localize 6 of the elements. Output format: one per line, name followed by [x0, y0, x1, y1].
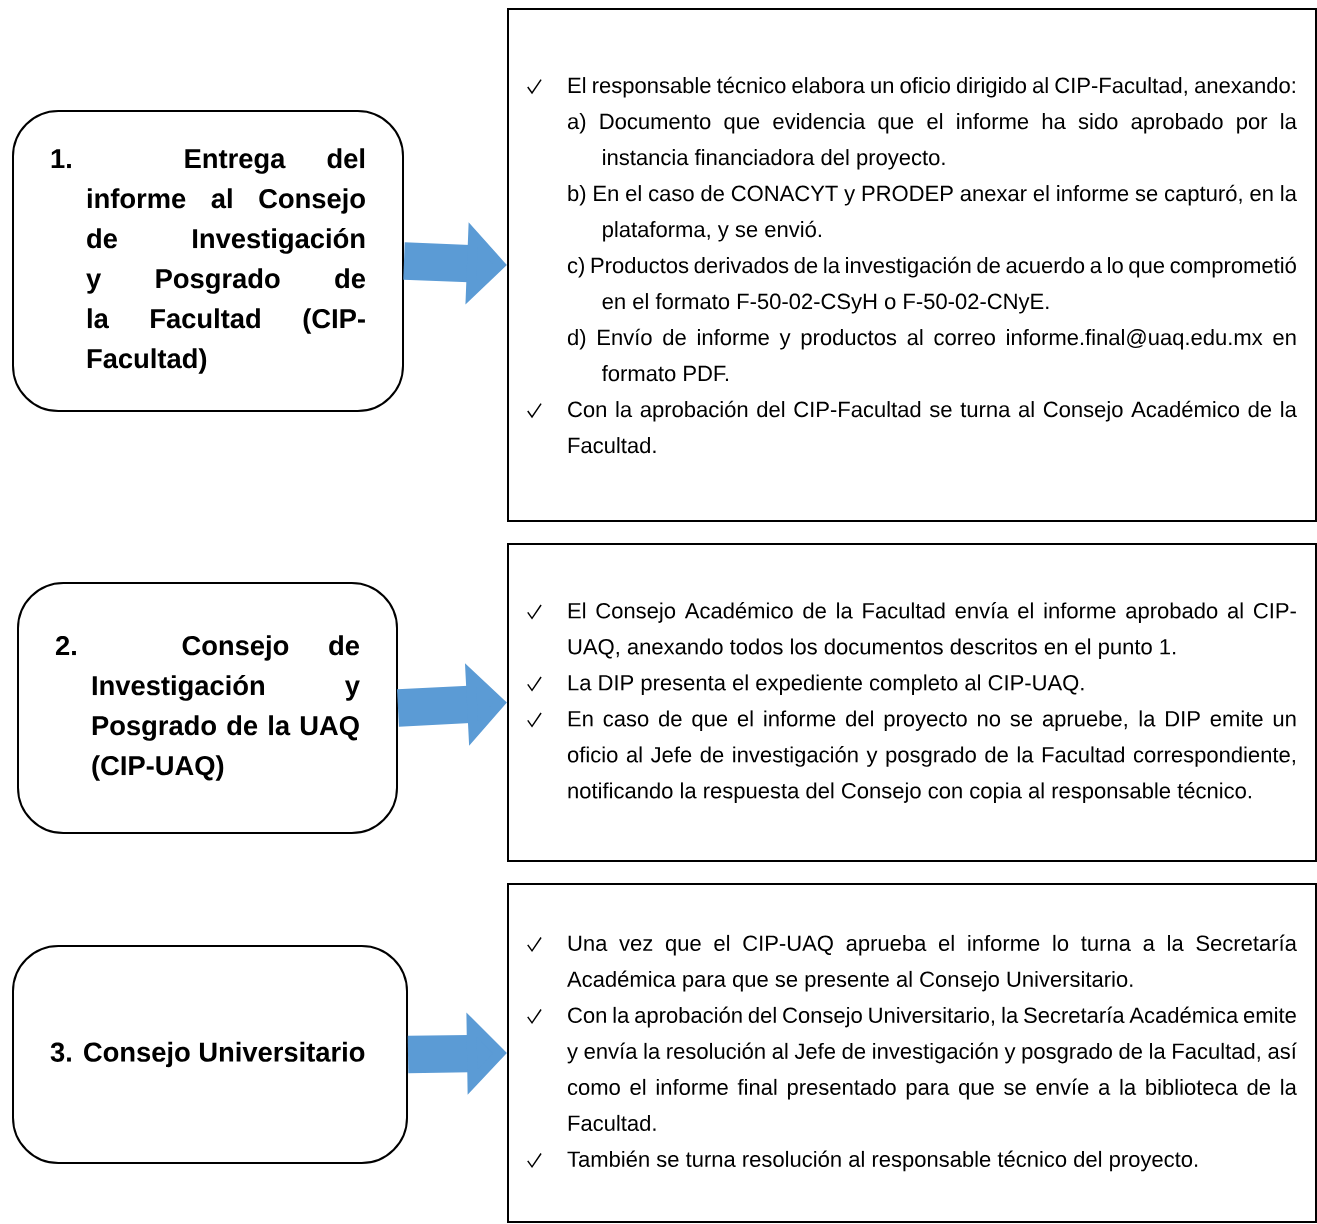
step-box: 3. Consejo Universitario [12, 945, 408, 1164]
note-box: El responsable técnico elabora un oficio dirigido al CIP-Facultad, anexando: a) Documento que evidencia que el informe ha sido aprobado por la instancia financiadora del proyecto. b) En el caso de CONACYT y PRODEP anexar el informe se capturó, en la plataforma, y se envió. c) Productos derivados de la investigación de acuerdo a lo que comprometió en el formato F-50-02-CSyH o F-50-02-CNyE. d) Envío de informe y productos al correo informe.final@uaq.edu.mx en formato PDF. Con la aprobación del CIP-Facultad se turna al Consejo Académico de la Facultad. [507, 8, 1317, 522]
step-box: 1. Entrega del informe al Consejo de Investigación y Posgrado de la Facultad (CIP-Facultad) [12, 110, 404, 412]
note-box: El Consejo Académico de la Facultad envía el informe aprobado al CIP-UAQ, anexando todos los documentos descritos en el punto 1. La DIP presenta el expediente completo al CIP-UAQ. En caso de que el informe del proyecto no se apruebe, la DIP emite un oficio al Jefe de investigación y posgrado de la Facultad correspondiente, notificando la respuesta del Consejo con copia al responsable técnico. [507, 543, 1317, 862]
note-box: Una vez que el CIP-UAQ aprueba el informe lo turna a la Secretaría Académica para que se presente al Consejo Universitario. Con la aprobación del Consejo Universitario, la Secretaría Académica emite y envía la resolución al Jefe de investigación y posgrado de la Facultad, así como el informe final presentado para que se envíe a la biblioteca de la Facultad. También se turna resolución al responsable técnico del proyecto. [507, 883, 1317, 1223]
step-box: 2. Consejo de Investigación y Posgrado de la UAQ (CIP-UAQ) [17, 582, 398, 834]
